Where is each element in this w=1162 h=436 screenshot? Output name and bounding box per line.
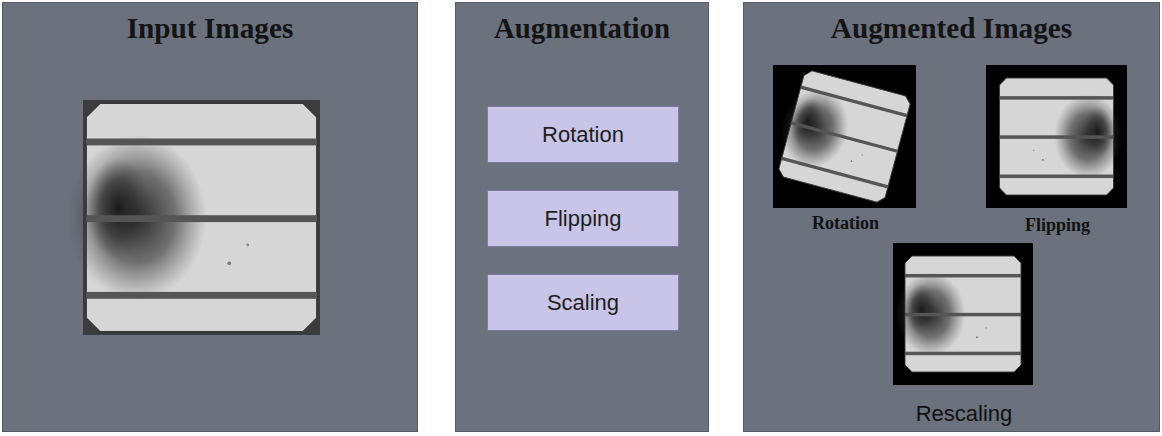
panel-ground — [455, 2, 709, 432]
panel: Input Images — [2, 2, 418, 432]
panel-title: Input Images — [3, 3, 417, 46]
augmentation-box: Rotation — [487, 106, 679, 163]
solar-cell-image — [68, 103, 317, 332]
panel-title: Augmented Images — [744, 3, 1159, 46]
image-caption: Flipping — [987, 214, 1128, 236]
panel-ground — [2, 2, 418, 432]
image-thumbnail: Flipping — [987, 66, 1128, 209]
box-label: Rotation — [542, 122, 624, 148]
augmentation-box: Scaling — [487, 274, 679, 331]
image-thumbnail: Rotation — [774, 66, 917, 209]
panel: RotationFlippingScaling Augmentation — [455, 2, 709, 432]
solar-cell-image — [896, 256, 1021, 372]
image-frame — [986, 65, 1127, 208]
image-caption: Rescaling — [894, 401, 1034, 427]
panel: RotationFlippingRescalingAugmented Image… — [743, 2, 1160, 432]
solar-cell-image — [769, 67, 912, 204]
panel-ground — [743, 2, 1160, 432]
augmentation-box: Flipping — [487, 190, 679, 247]
image-caption: Rotation — [774, 212, 917, 234]
image-thumbnail: Rescaling — [894, 244, 1034, 386]
box-label: Scaling — [547, 290, 619, 316]
solar-cell-image — [1000, 78, 1123, 195]
image-frame — [893, 243, 1033, 385]
panel-title: Augmentation — [456, 3, 708, 46]
box-label: Flipping — [544, 206, 621, 232]
